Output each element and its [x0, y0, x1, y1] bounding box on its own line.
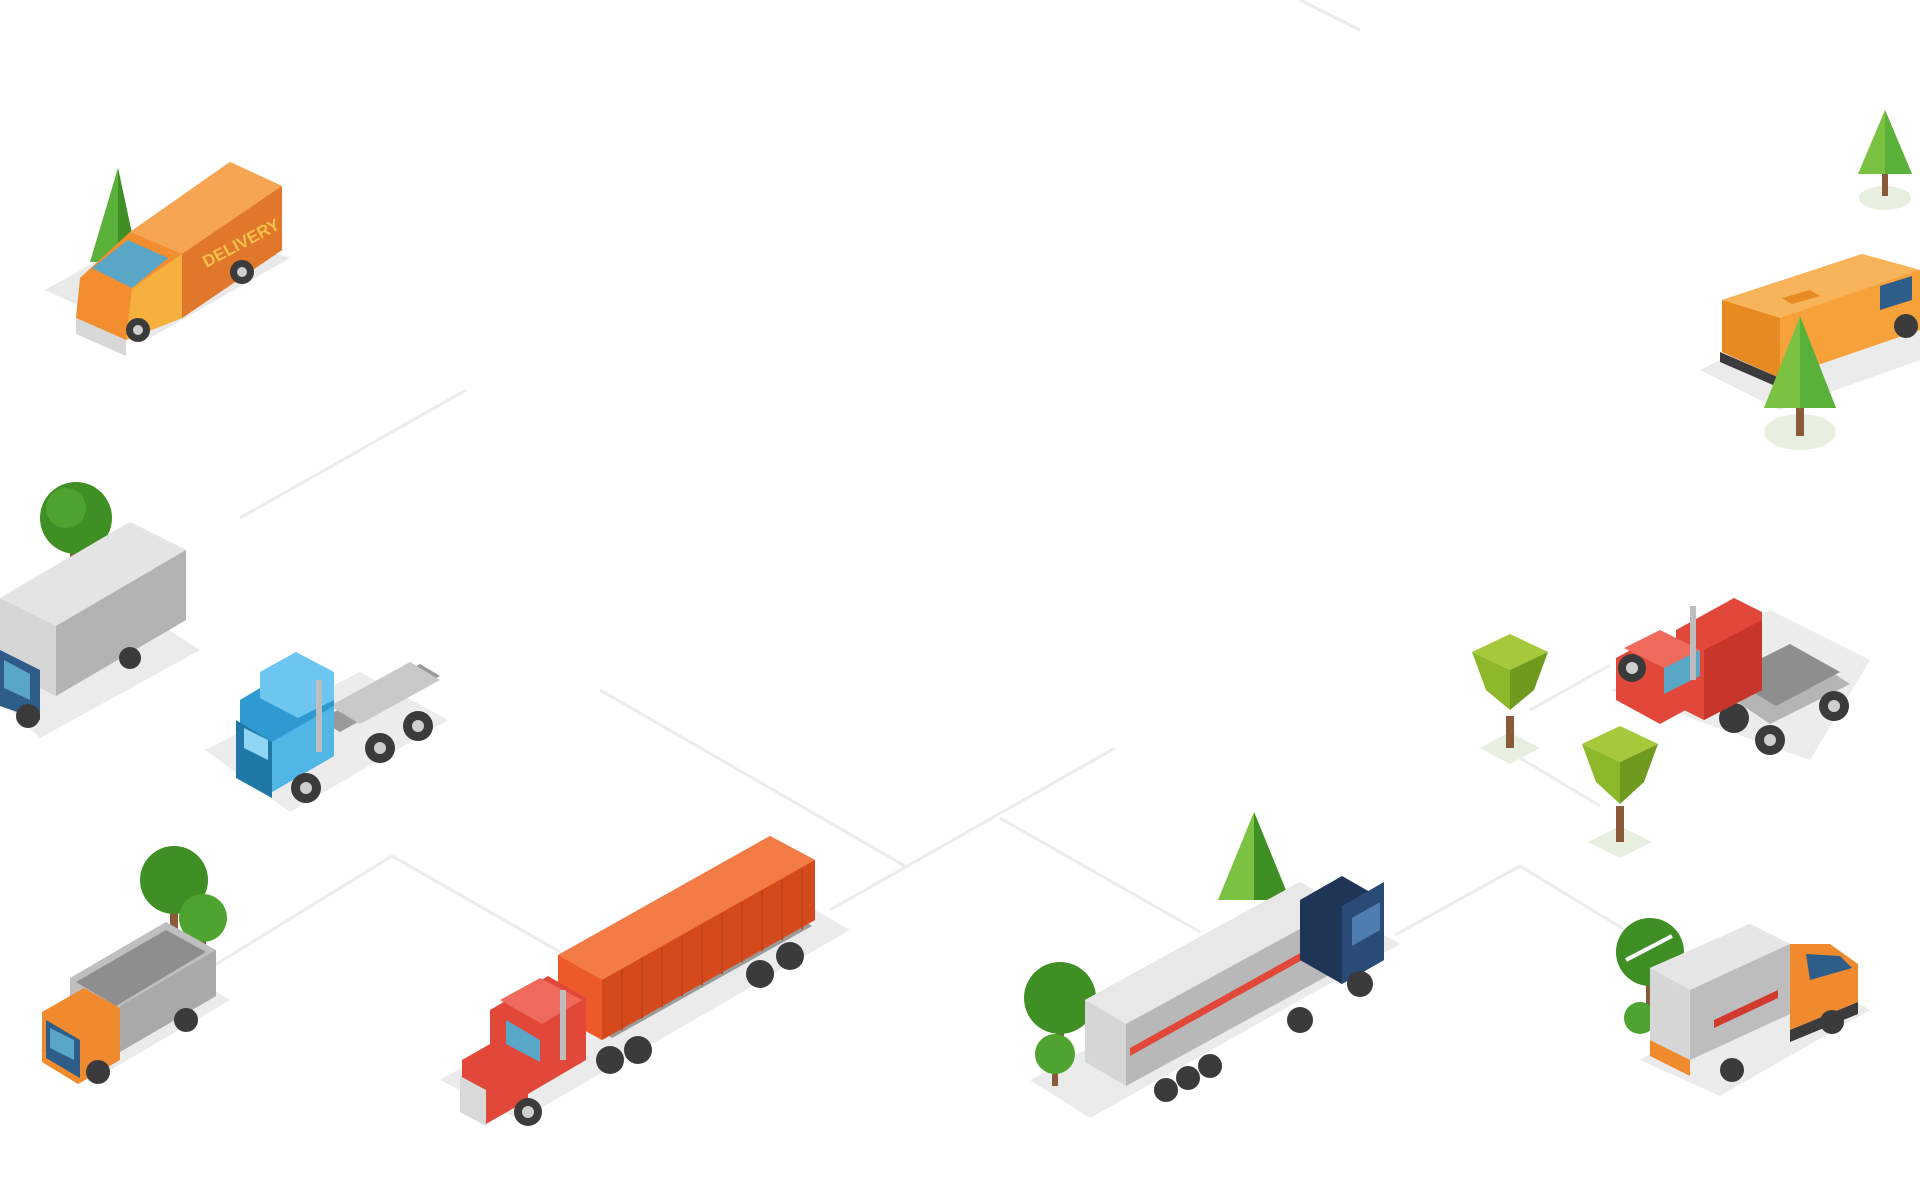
wheel — [1820, 1010, 1844, 1034]
semi-tractor-blue — [205, 652, 448, 812]
wheel — [16, 704, 40, 728]
road-line — [239, 388, 467, 520]
round-tree — [1024, 962, 1096, 1086]
round-tree — [140, 846, 227, 954]
semi-tractor-red — [1610, 598, 1870, 760]
delivery-van: DELIVERY — [45, 162, 290, 356]
wheel — [776, 942, 804, 970]
wheel — [1287, 1007, 1313, 1033]
road-lines — [214, 0, 1626, 967]
road-line — [214, 854, 393, 967]
road-line — [1519, 864, 1626, 932]
road-line — [1529, 663, 1611, 712]
wheel — [1720, 1058, 1744, 1082]
box-truck-grey — [0, 482, 200, 738]
road-line — [599, 688, 906, 868]
shadow — [0, 618, 200, 738]
olive-tree-2 — [1582, 726, 1658, 858]
road-line — [999, 816, 1201, 934]
trailer-truck-navy — [1024, 812, 1400, 1118]
wheel — [1719, 703, 1749, 733]
wheel — [174, 1008, 198, 1032]
wheel — [624, 1036, 652, 1064]
road-line — [1394, 864, 1521, 937]
road-line — [829, 746, 1116, 912]
wheel — [1894, 314, 1918, 338]
pine-tree — [1858, 110, 1912, 210]
olive-tree-1 — [1472, 634, 1548, 764]
wheel — [746, 960, 774, 988]
container-ribs — [621, 869, 803, 1030]
dump-truck — [40, 846, 230, 1084]
cube-truck-orange — [1616, 918, 1870, 1096]
wheel — [1198, 1054, 1222, 1078]
wheel — [1347, 971, 1373, 997]
road-line — [1299, 0, 1361, 32]
pine-tree — [1764, 316, 1836, 450]
wheel — [119, 647, 141, 669]
wheel — [596, 1046, 624, 1074]
wheel — [1154, 1078, 1178, 1102]
road-line — [391, 854, 561, 954]
pine-tree — [1218, 812, 1290, 900]
orange-van — [1700, 254, 1920, 450]
wheel — [86, 1060, 110, 1084]
round-tree — [40, 482, 112, 558]
wheel — [1176, 1066, 1200, 1090]
road-line — [1519, 756, 1601, 808]
container-semi-truck — [440, 836, 850, 1126]
